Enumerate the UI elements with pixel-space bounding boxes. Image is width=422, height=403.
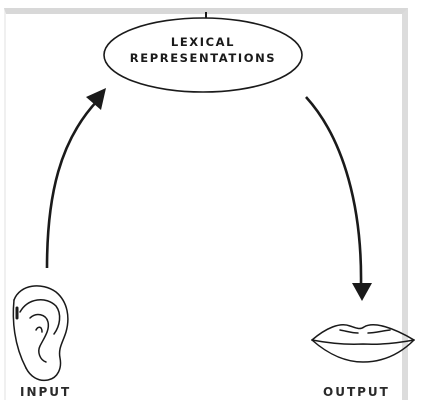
node-label-line2: REPRESENTATIONS <box>105 50 301 66</box>
output-arrow <box>306 97 361 285</box>
input-caption: INPUT <box>20 385 71 399</box>
input-arrowhead <box>86 88 106 110</box>
input-arrow <box>47 100 98 268</box>
lexical-representations-label: LEXICAL REPRESENTATIONS <box>105 34 301 66</box>
node-label-line1: LEXICAL <box>105 34 301 50</box>
output-arrowhead <box>352 283 372 301</box>
lips-icon <box>312 325 414 362</box>
output-caption: OUTPUT <box>323 385 390 399</box>
ear-icon <box>13 286 68 381</box>
